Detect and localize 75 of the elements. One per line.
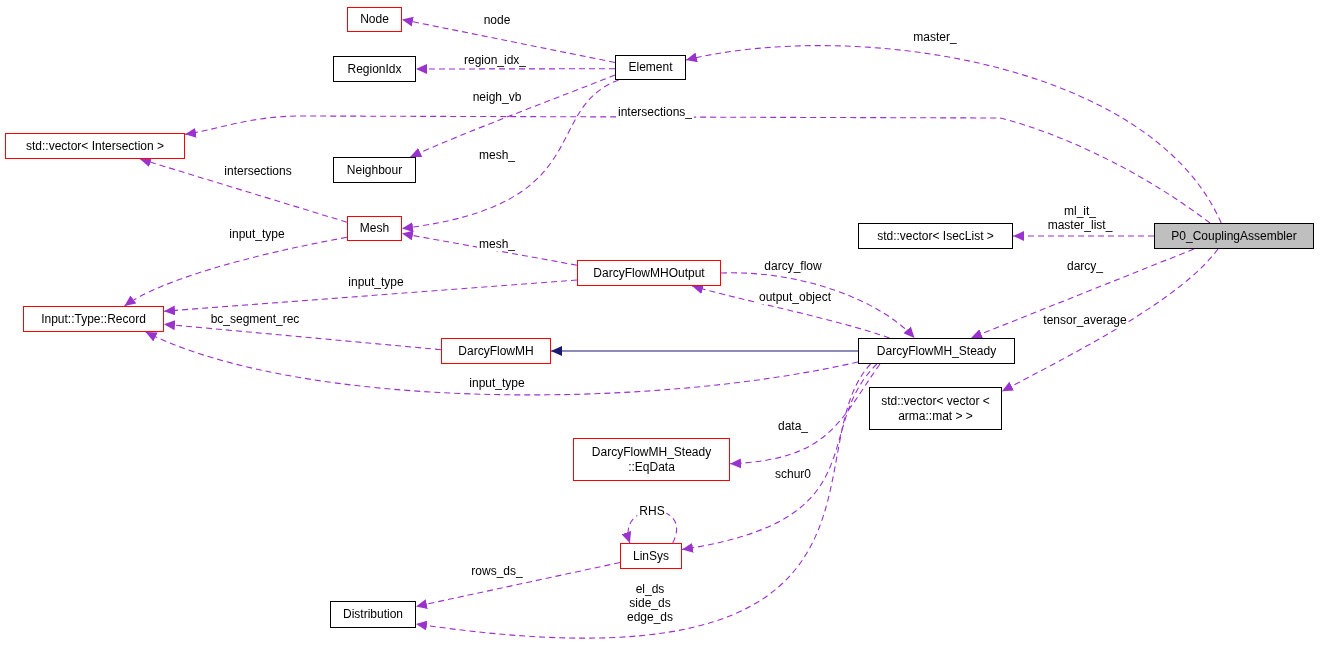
arrow	[1001, 248, 1219, 392]
edge-label: darcy_	[1065, 259, 1105, 273]
arrow	[409, 74, 616, 158]
class-box	[347, 7, 402, 32]
class-box	[5, 133, 185, 159]
edge-label: rows_ds_	[469, 564, 525, 578]
class-name: Neighbour	[346, 162, 403, 178]
edge-label: neigh_vb	[470, 90, 524, 104]
class-name: Mesh	[359, 221, 390, 236]
class-name: RegionIdx	[347, 61, 402, 77]
edge-label: darcy_flow	[762, 259, 824, 273]
class-box	[573, 438, 730, 481]
edge-label: tensor_average	[1041, 313, 1129, 327]
arrow	[691, 284, 890, 339]
arrow	[720, 272, 916, 339]
class-box	[23, 306, 164, 332]
arrow	[415, 64, 616, 74]
edge-label: schur0	[773, 467, 813, 481]
class-box	[620, 543, 682, 569]
edge-label: input_type	[227, 227, 287, 241]
arrow	[163, 279, 578, 316]
class-name: DarcyFlowMH	[458, 343, 534, 359]
class-name: DarcyFlowMH_Steady ::EqData	[590, 444, 713, 475]
edge-label: region_idx_	[462, 53, 528, 67]
class-name: P0_CouplingAssembler	[1171, 228, 1297, 244]
edge-label: intersections	[222, 164, 294, 178]
arrow	[729, 363, 881, 468]
arrow	[184, 115, 1211, 224]
class-box	[869, 387, 1002, 430]
class-name: Node	[360, 12, 389, 27]
class-name: Element	[628, 60, 673, 75]
class-box	[441, 338, 551, 364]
edge-label: RHS	[637, 504, 667, 518]
class-box	[577, 260, 721, 286]
edge-label: mesh_	[477, 237, 517, 251]
class-name: DarcyFlowMHOutput	[593, 265, 705, 281]
arrow	[550, 346, 859, 356]
class-box	[333, 56, 416, 82]
class-name: std::vector< vector < arma::mat > >	[880, 393, 991, 424]
class-box	[1154, 223, 1314, 249]
class-box	[330, 601, 416, 628]
arrow	[415, 363, 872, 638]
class-name: LinSys	[633, 548, 669, 564]
arrow	[145, 331, 859, 396]
arrow	[415, 561, 621, 609]
edge-label: ml_it_ master_list_	[1045, 204, 1115, 232]
class-box	[858, 338, 1015, 364]
edge-label: master_	[911, 30, 959, 44]
arrow	[681, 363, 878, 553]
class-box	[615, 55, 686, 80]
class-name: Input::Type::Record	[41, 311, 146, 327]
arrow	[139, 157, 348, 223]
class-box	[858, 223, 1013, 249]
edge-label: input_type	[346, 275, 406, 289]
edge-label: intersections_	[616, 105, 694, 119]
class-name: std::vector< Intersection >	[25, 138, 165, 154]
edge-label: node	[481, 13, 513, 27]
arrow	[401, 79, 620, 232]
arrow	[123, 236, 348, 307]
edge-label: bc_segment_rec	[208, 312, 302, 326]
edge-label: mesh_	[477, 148, 517, 162]
class-name: DarcyFlowMH_Steady	[876, 343, 997, 359]
class-name: Distribution	[343, 607, 403, 622]
arrow	[1012, 231, 1155, 241]
class-name: std::vector< IsecList >	[877, 228, 994, 244]
arrow	[970, 248, 1195, 339]
arrow	[163, 320, 442, 351]
edge-label: data_	[776, 419, 810, 433]
arrow	[401, 16, 616, 64]
edge-label: output_object	[756, 290, 834, 304]
class-box	[333, 157, 416, 183]
edge-label: input_type	[467, 376, 527, 390]
arrow	[685, 45, 1222, 224]
arrow	[401, 230, 578, 266]
class-box	[347, 216, 402, 241]
